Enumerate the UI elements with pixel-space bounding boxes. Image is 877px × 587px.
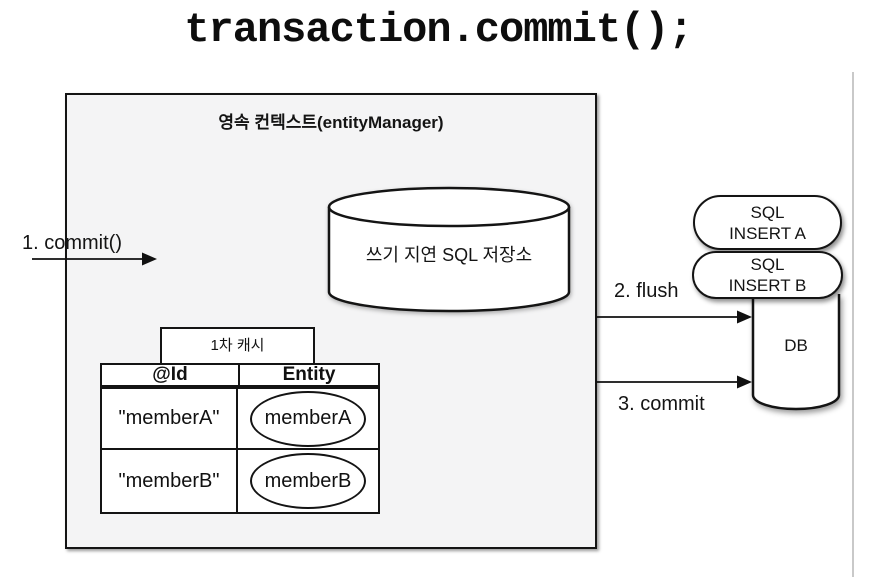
cache-header-entity: Entity bbox=[282, 364, 336, 385]
arrow-commit-out bbox=[596, 375, 752, 389]
sql-insert-b-line1: SQL bbox=[750, 255, 785, 274]
entity-ellipse-memberA: memberA bbox=[250, 390, 366, 447]
code-title: transaction.commit(); bbox=[184, 6, 693, 54]
label-step2-flush: 2. flush bbox=[614, 280, 679, 302]
write-behind-store-label: 쓰기 지연 SQL 저장소 bbox=[365, 245, 533, 265]
first-level-cache-label: 1차 캐시 bbox=[160, 327, 315, 365]
page-edge-line bbox=[852, 72, 854, 577]
db-cylinder bbox=[751, 294, 841, 411]
sql-insert-a-pill: SQL INSERT A bbox=[693, 195, 842, 250]
sql-insert-b-line2: INSERT B bbox=[728, 276, 807, 295]
cache-header-id: @Id bbox=[102, 365, 240, 385]
label-step3-commit: 3. commit bbox=[618, 393, 705, 415]
cache-cell-id-memberB: "memberB" bbox=[102, 450, 238, 512]
cache-cell-entity-memberA: memberA bbox=[238, 389, 378, 450]
arrow-commit-in bbox=[32, 252, 157, 266]
cache-table-header: @Id Entity bbox=[100, 363, 380, 387]
arrow-flush bbox=[596, 310, 752, 324]
sql-insert-a-line2: INSERT A bbox=[729, 223, 806, 243]
cache-cell-entity-memberB: memberB bbox=[238, 450, 378, 512]
cache-table-body: "memberA" memberA "memberB" memberB bbox=[100, 387, 380, 514]
write-behind-store-cylinder bbox=[327, 186, 571, 313]
label-step1-commit: 1. commit() bbox=[22, 232, 122, 254]
sql-insert-b-pill: SQL INSERT B bbox=[692, 251, 843, 299]
persistence-context-title: 영속 컨텍스트(entityManager) bbox=[218, 113, 444, 132]
sql-insert-a-line1: SQL bbox=[750, 202, 785, 222]
entity-ellipse-memberB: memberB bbox=[250, 453, 366, 509]
db-label: DB bbox=[784, 336, 808, 355]
cache-cell-id-memberA: "memberA" bbox=[102, 389, 238, 450]
